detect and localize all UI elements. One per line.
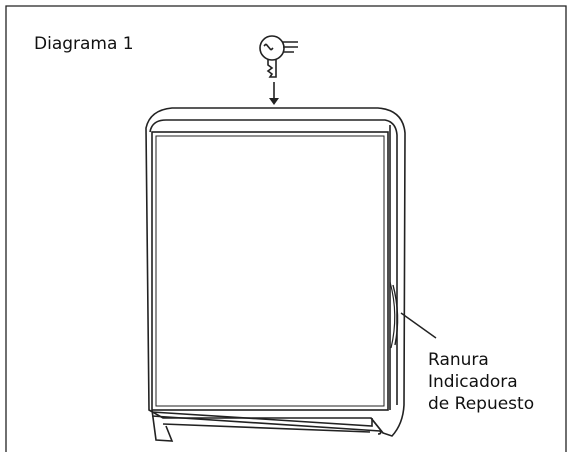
callout-line-1: Ranura [428, 350, 489, 370]
down-arrow-icon [269, 82, 279, 105]
diagram-title: Diagrama 1 [34, 34, 134, 54]
callout-leader-line [400, 312, 437, 339]
key-icon [259, 35, 298, 78]
callout-line-3: de Repuesto [428, 394, 535, 414]
callout-line-2: Indicadora [428, 372, 518, 392]
dispenser-illustration [145, 107, 406, 442]
refill-indicator-callout: Ranura Indicadora de Repuesto [428, 349, 534, 415]
figure-border [5, 5, 567, 452]
